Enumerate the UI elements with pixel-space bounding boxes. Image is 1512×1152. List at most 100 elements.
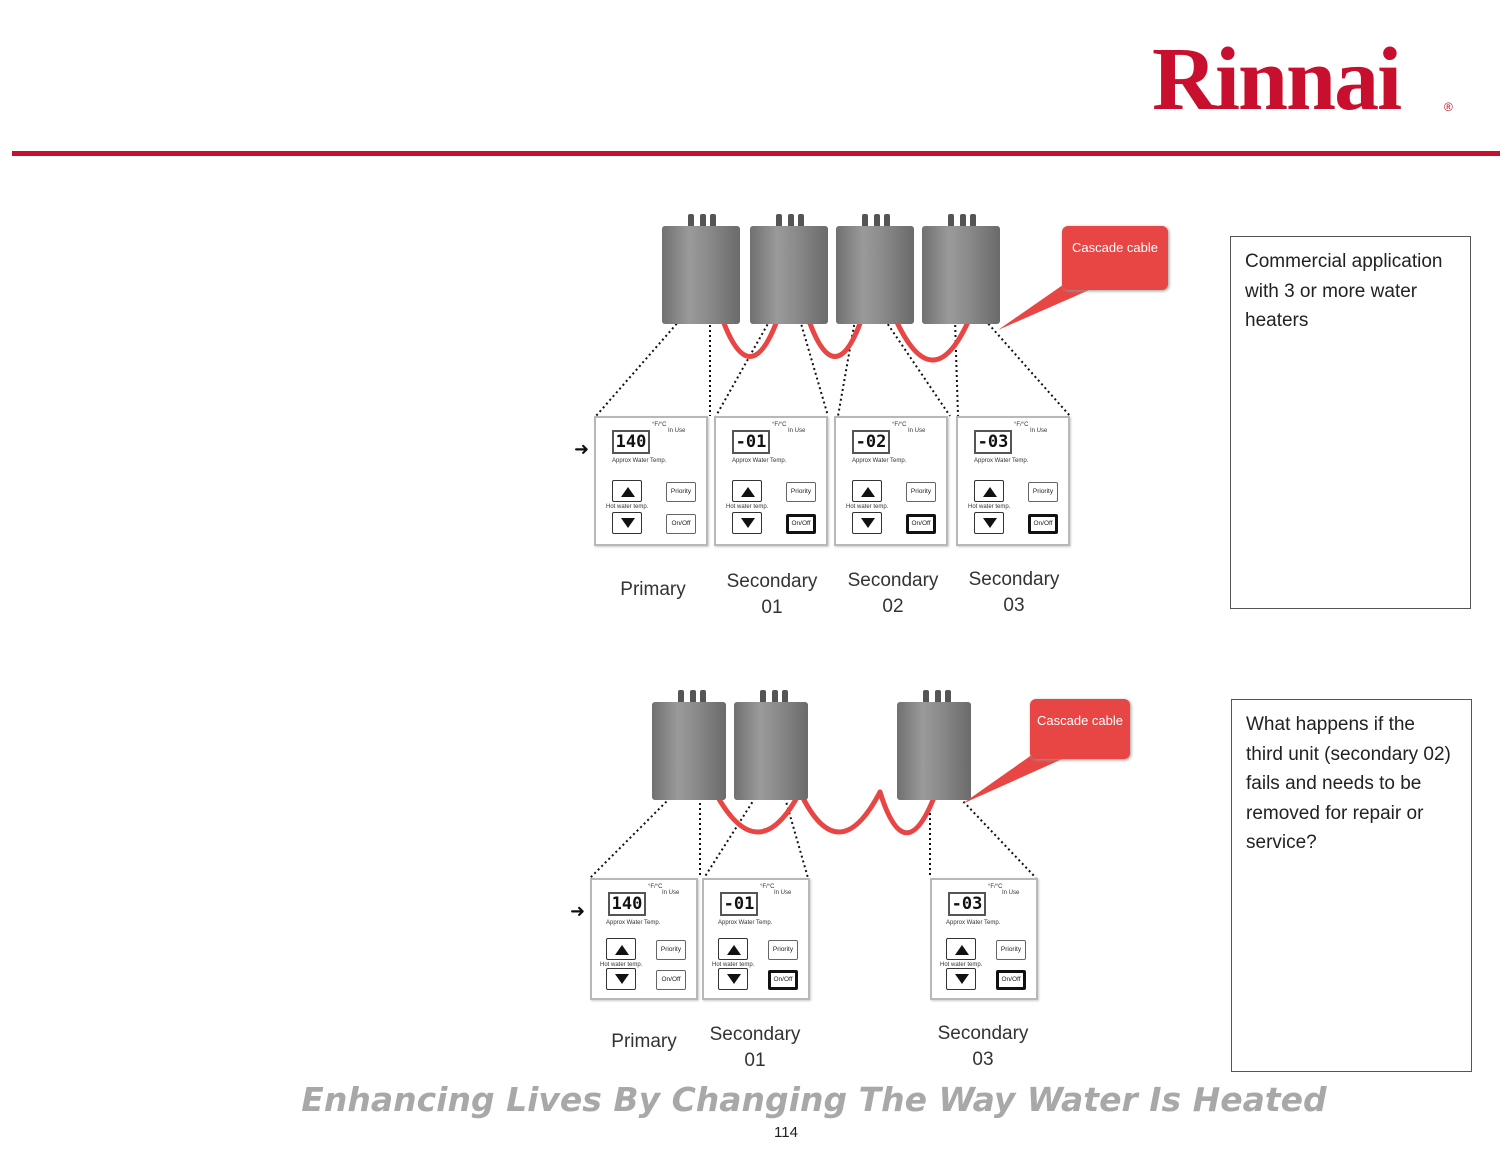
hot-water-temp-label: Hot water temp. (846, 504, 889, 510)
water-heater-secondary-01 (750, 212, 830, 324)
on-off-button[interactable]: On/Off (656, 970, 686, 990)
priority-button[interactable]: Priority (1028, 482, 1058, 502)
down-arrow-icon (983, 518, 997, 528)
temp-up-button[interactable] (852, 480, 882, 502)
temp-up-button[interactable] (946, 938, 976, 960)
unit-label-secondary-01: Secondary 01 (709, 1024, 801, 1071)
hot-water-temp-label: Hot water temp. (726, 504, 769, 510)
unit-label-primary: Primary (620, 579, 686, 600)
up-arrow-icon (615, 945, 629, 955)
on-off-button[interactable]: On/Off (666, 514, 696, 534)
note-box-top: Commercial application with 3 or more wa… (1230, 236, 1471, 609)
up-arrow-icon (983, 487, 997, 497)
temp-up-button[interactable] (732, 480, 762, 502)
in-use-label: In Use (662, 890, 680, 896)
unit-mark: °F/°C (772, 422, 787, 428)
up-arrow-icon (955, 945, 969, 955)
temp-up-button[interactable] (974, 480, 1004, 502)
temp-up-button[interactable] (718, 938, 748, 960)
temp-display: 140 (608, 892, 646, 916)
on-off-button[interactable]: On/Off (768, 970, 798, 990)
rinnai-logo: Rinnai ® (1152, 30, 1462, 130)
priority-button[interactable]: Priority (786, 482, 816, 502)
temp-up-button[interactable] (612, 480, 642, 502)
control-panel-secondary-03: -03 °F/°C In Use Approx Water Temp. Hot … (956, 416, 1070, 546)
in-use-label: In Use (774, 890, 792, 896)
up-arrow-icon (741, 487, 755, 497)
in-use-label: In Use (1030, 428, 1048, 434)
down-arrow-icon (615, 974, 629, 984)
priority-button[interactable]: Priority (666, 482, 696, 502)
approx-temp-label: Approx Water Temp. (732, 458, 787, 464)
temp-down-button[interactable] (612, 512, 642, 534)
in-use-label: In Use (1002, 890, 1020, 896)
temp-down-button[interactable] (974, 512, 1004, 534)
unit-mark: °F/°C (652, 422, 667, 428)
page-number: 114 (774, 1124, 798, 1141)
temp-display: -03 (974, 430, 1012, 454)
down-arrow-icon (861, 518, 875, 528)
on-off-button[interactable]: On/Off (1028, 514, 1058, 534)
unit-label-secondary-03: Secondary 03 (968, 569, 1060, 616)
logo-wordmark: Rinnai (1152, 30, 1402, 129)
water-heater-primary (652, 688, 732, 800)
cascade-cable-callout: Cascade cable (1030, 699, 1130, 759)
approx-temp-label: Approx Water Temp. (606, 920, 661, 926)
approx-temp-label: Approx Water Temp. (974, 458, 1029, 464)
hot-water-temp-label: Hot water temp. (600, 962, 643, 968)
unit-label-secondary-03: Secondary 03 (937, 1023, 1029, 1070)
control-panel-secondary-01: -01 °F/°C In Use Approx Water Temp. Hot … (714, 416, 828, 546)
on-off-button[interactable]: On/Off (906, 514, 936, 534)
temp-down-button[interactable] (852, 512, 882, 534)
temp-down-button[interactable] (718, 968, 748, 990)
hot-water-temp-label: Hot water temp. (968, 504, 1011, 510)
priority-button[interactable]: Priority (656, 940, 686, 960)
temp-display: 140 (612, 430, 650, 454)
water-heater-secondary-02 (836, 212, 916, 324)
up-arrow-icon (727, 945, 741, 955)
unit-label-secondary-02: Secondary 02 (847, 570, 939, 617)
temp-display: -01 (732, 430, 770, 454)
registered-mark: ® (1444, 100, 1453, 114)
unit-mark: °F/°C (648, 884, 663, 890)
temp-down-button[interactable] (946, 968, 976, 990)
approx-temp-label: Approx Water Temp. (718, 920, 773, 926)
control-panel-primary: ➜ 140 °F/°C In Use Approx Water Temp. Ho… (570, 878, 698, 1000)
priority-button[interactable]: Priority (768, 940, 798, 960)
arrow-icon: ➜ (574, 439, 590, 459)
approx-temp-label: Approx Water Temp. (946, 920, 1001, 926)
down-arrow-icon (727, 974, 741, 984)
unit-mark: °F/°C (760, 884, 775, 890)
hot-water-temp-label: Hot water temp. (712, 962, 755, 968)
down-arrow-icon (955, 974, 969, 984)
on-off-button[interactable]: On/Off (786, 514, 816, 534)
temp-display: -01 (720, 892, 758, 916)
temp-down-button[interactable] (606, 968, 636, 990)
up-arrow-icon (621, 487, 635, 497)
temp-display: -03 (948, 892, 986, 916)
approx-temp-label: Approx Water Temp. (612, 458, 667, 464)
down-arrow-icon (741, 518, 755, 528)
unit-mark: °F/°C (892, 422, 907, 428)
temp-up-button[interactable] (606, 938, 636, 960)
in-use-label: In Use (668, 428, 686, 434)
in-use-label: In Use (788, 428, 806, 434)
approx-temp-label: Approx Water Temp. (852, 458, 907, 464)
unit-label-primary: Primary (611, 1031, 677, 1052)
control-panel-secondary-03: -03 °F/°C In Use Approx Water Temp. Hot … (930, 878, 1038, 1000)
control-panel-primary: ➜ 140 °F/°C In Use Approx Water Temp. Ho… (574, 416, 708, 546)
up-arrow-icon (861, 487, 875, 497)
water-heater-secondary-03 (922, 212, 1002, 324)
on-off-button[interactable]: On/Off (996, 970, 1026, 990)
hot-water-temp-label: Hot water temp. (940, 962, 983, 968)
priority-button[interactable]: Priority (906, 482, 936, 502)
down-arrow-icon (621, 518, 635, 528)
priority-button[interactable]: Priority (996, 940, 1026, 960)
water-heater-secondary-01 (734, 688, 814, 800)
temp-down-button[interactable] (732, 512, 762, 534)
note-box-bottom: What happens if the third unit (secondar… (1231, 699, 1472, 1072)
water-heater-secondary-03 (897, 688, 977, 800)
in-use-label: In Use (908, 428, 926, 434)
water-heater-primary (662, 212, 742, 324)
hot-water-temp-label: Hot water temp. (606, 504, 649, 510)
